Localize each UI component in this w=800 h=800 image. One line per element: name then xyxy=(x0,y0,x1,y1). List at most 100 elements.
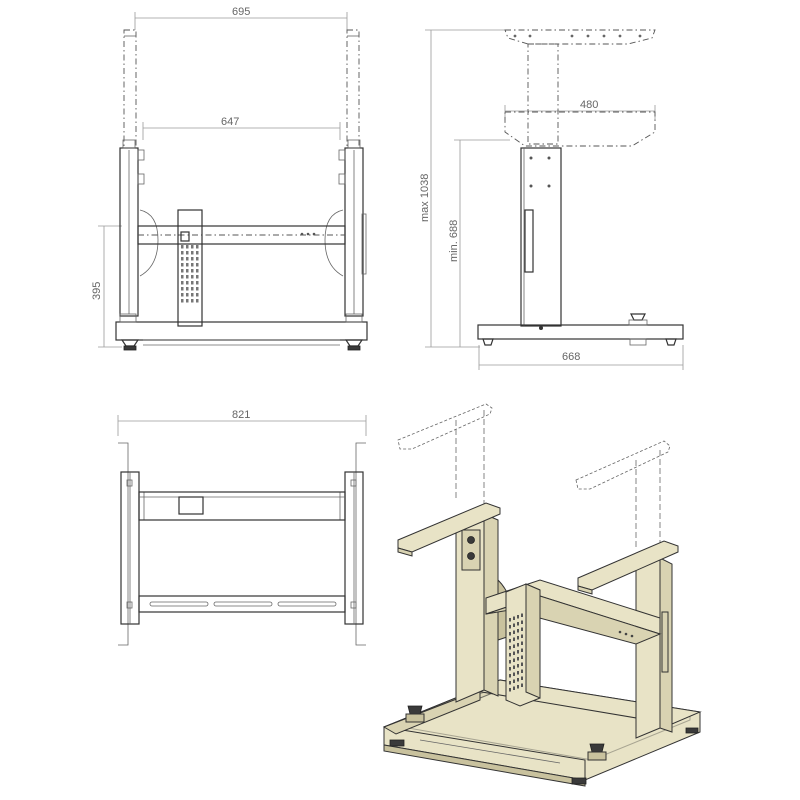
vent-hole xyxy=(191,287,194,291)
vent-hole xyxy=(196,281,199,285)
vent-hole xyxy=(513,672,515,676)
isometric-view xyxy=(382,403,702,787)
vent-hole xyxy=(517,643,519,647)
vent-hole xyxy=(181,281,184,285)
vent-hole xyxy=(513,686,515,690)
vent-hole xyxy=(196,299,199,303)
dimension-label-668: 668 xyxy=(562,351,580,363)
vent-hole xyxy=(191,269,194,273)
vent-hole xyxy=(196,245,199,249)
vent-hole xyxy=(513,651,515,655)
vent-hole xyxy=(181,251,184,255)
vent-hole xyxy=(509,646,511,650)
vent-hole xyxy=(521,634,523,638)
vent-hole xyxy=(191,281,194,285)
vent-hole xyxy=(191,251,194,255)
vent-hole xyxy=(186,275,189,279)
vent-hole xyxy=(521,655,523,659)
vent-hole xyxy=(196,251,199,255)
vent-hole xyxy=(186,287,189,291)
vent-hole xyxy=(513,679,515,683)
mount-hole xyxy=(513,34,517,38)
vent-hole xyxy=(513,630,515,634)
mount-hole xyxy=(570,34,574,38)
vent-hole xyxy=(191,293,194,297)
vent-hole xyxy=(517,622,519,626)
dimension-top-width: 821 xyxy=(117,409,367,436)
vent-hole xyxy=(517,650,519,654)
dimension-label-min: min. 688 xyxy=(448,220,460,262)
vent-hole xyxy=(181,257,184,261)
vent-hole xyxy=(186,269,189,273)
vent-hole xyxy=(517,671,519,675)
vent-hole xyxy=(509,667,511,671)
vent-hole xyxy=(509,625,511,629)
vent-hole xyxy=(509,632,511,636)
dimension-side-top: 480 xyxy=(504,99,656,120)
vent-hole xyxy=(521,669,523,673)
vent-hole xyxy=(517,636,519,640)
vent-hole xyxy=(513,637,515,641)
vent-hole xyxy=(517,615,519,619)
mount-hole xyxy=(638,34,642,38)
vent-hole xyxy=(509,660,511,664)
vent-hole xyxy=(186,251,189,255)
dimension-label-395: 395 xyxy=(91,282,103,300)
dimension-side-min: min. 688 xyxy=(448,139,510,347)
dimension-front-top: 695 xyxy=(134,6,348,30)
dimension-label-480: 480 xyxy=(580,99,598,111)
vent-hole xyxy=(521,641,523,645)
vent-hole xyxy=(186,281,189,285)
mount-hole xyxy=(602,34,606,38)
vent-hole xyxy=(196,269,199,273)
vent-hole xyxy=(517,657,519,661)
vent-hole xyxy=(509,674,511,678)
vent-hole xyxy=(521,683,523,687)
mount-hole xyxy=(528,34,532,38)
dimension-label-max: max 1038 xyxy=(419,174,431,222)
vent-hole xyxy=(513,644,515,648)
vent-hole xyxy=(181,287,184,291)
vent-hole xyxy=(517,678,519,682)
vent-hole xyxy=(186,263,189,267)
vent-hole xyxy=(181,245,184,249)
vent-hole xyxy=(513,616,515,620)
vent-hole xyxy=(509,688,511,692)
vent-hole xyxy=(521,613,523,617)
side-view: max 1038 min. 688 480 668 xyxy=(419,29,684,370)
vent-hole xyxy=(517,629,519,633)
vent-hole xyxy=(521,648,523,652)
vent-hole xyxy=(509,639,511,643)
mount-hole xyxy=(618,34,622,38)
vent-hole xyxy=(513,665,515,669)
vent-hole xyxy=(181,275,184,279)
vent-hole xyxy=(521,620,523,624)
vent-hole xyxy=(181,293,184,297)
vent-hole xyxy=(521,676,523,680)
vent-hole xyxy=(181,299,184,303)
dimension-label-647: 647 xyxy=(221,116,239,128)
vent-hole xyxy=(521,627,523,631)
dimension-label-695: 695 xyxy=(232,6,250,18)
vent-hole xyxy=(186,299,189,303)
dimension-front-inner: 647 xyxy=(142,116,341,140)
vent-hole xyxy=(181,263,184,267)
vent-hole xyxy=(191,245,194,249)
vent-hole xyxy=(509,653,511,657)
dimension-side-max: max 1038 xyxy=(419,29,510,348)
vent-hole xyxy=(181,269,184,273)
vent-hole xyxy=(196,263,199,267)
vent-hole xyxy=(196,257,199,261)
top-view: 821 xyxy=(117,409,367,646)
dimension-label-821: 821 xyxy=(232,409,250,421)
vent-hole xyxy=(517,685,519,689)
dimension-front-height: 395 xyxy=(91,225,122,348)
vent-hole xyxy=(513,658,515,662)
vent-hole xyxy=(196,287,199,291)
dimension-side-base: 668 xyxy=(478,345,684,370)
front-view: 695 647 395 xyxy=(91,6,368,351)
mount-hole xyxy=(586,34,590,38)
vent-hole xyxy=(517,664,519,668)
